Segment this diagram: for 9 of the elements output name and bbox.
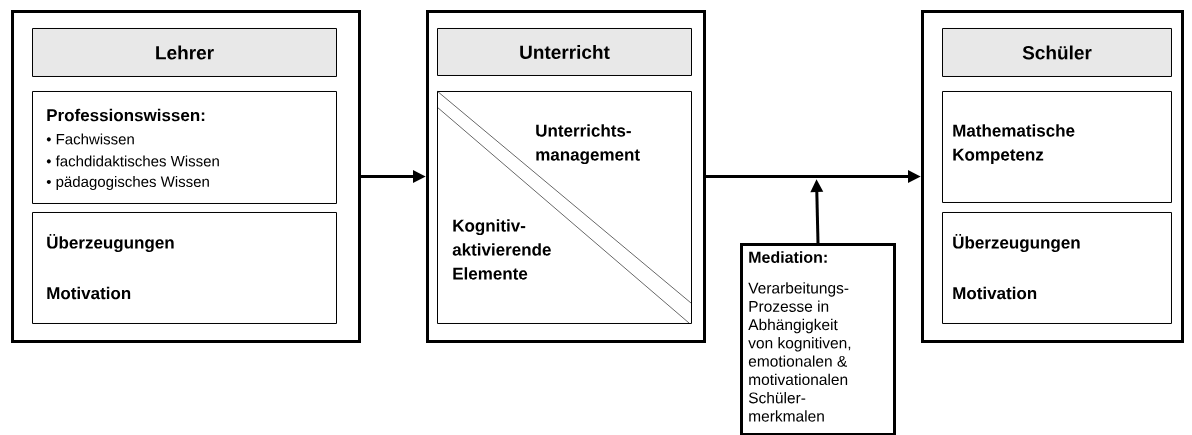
split-box: Unterrichts- management Kognitiv- aktivierende Elemente: [436, 90, 692, 324]
text-box: Überzeugungen Motivation: [942, 212, 1172, 324]
header-box: Lehrer: [32, 28, 337, 77]
text-box: Professionswissen: • Fachwissen • fachdidaktisches Wissen • pädagogisches Wissen: [32, 91, 337, 204]
header-box: Schüler: [942, 28, 1172, 77]
text-box: Mathematische Kompetenz: [942, 91, 1172, 203]
text-box: Überzeugungen Motivation: [32, 212, 337, 324]
mediation-box: Mediation: Verarbeitungs- Prozesse in Abhängigkeit von kognitiven, emotionalen & motivationalen Schüler- merkmalen: [740, 243, 896, 435]
header-box: Unterricht: [437, 28, 692, 76]
